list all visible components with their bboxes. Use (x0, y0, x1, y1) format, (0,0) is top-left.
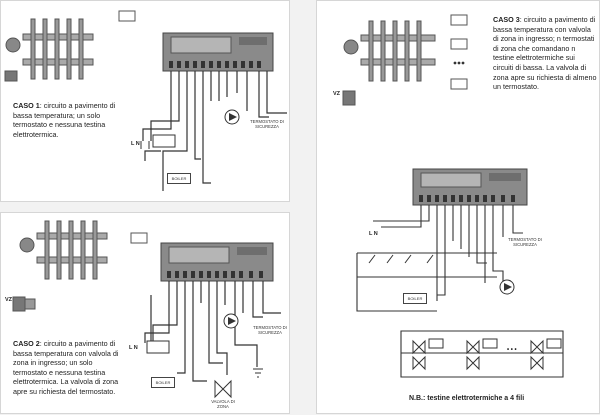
thermostat-small-1 (118, 10, 136, 22)
panel-caso-3: CASO 3: circuito a pavimento di bassa te… (316, 0, 600, 414)
zone-thermostats-3 (450, 14, 468, 90)
thermostat-1 (152, 134, 176, 148)
caso-2-wiring-diagram (12, 220, 281, 399)
thermostat-small-2 (130, 232, 148, 244)
caso-2-termostato-sicurezza: TERMOSTATO DI SICUREZZA (253, 325, 287, 335)
caso-3-vz-label: VZ (333, 91, 341, 97)
panel-caso-1: CASO 1: circuito a pavimento di bassa te… (0, 0, 290, 202)
manifold-3 (342, 20, 436, 106)
zone-valve-2 (214, 379, 232, 399)
caso-3-ellipsis: • • • (507, 347, 517, 353)
ground-2 (253, 368, 263, 378)
caso-1-boiler: BOILER (167, 173, 191, 184)
caso-3-wiring-diagram (342, 14, 564, 378)
caso-2-valvola-zona: VALVOLA DI ZONA (211, 399, 235, 409)
caso-3-phase-labels: L N (369, 231, 378, 237)
caso-1-wiring-diagram (4, 10, 287, 191)
caso-1-description: CASO 1: circuito a pavimento di bassa te… (13, 101, 116, 139)
testine-3 (412, 338, 562, 371)
wires-2 (144, 281, 281, 382)
manifold-1 (4, 18, 94, 82)
caso-2-phase-labels: L N (129, 345, 138, 351)
caso-2-boiler: BOILER (151, 377, 175, 388)
caso-2-description: CASO 2: circuito a pavimento di bassa te… (13, 339, 119, 396)
caso-2-vz-label: VZ (5, 297, 13, 303)
caso-3-note: N.B.: testine elettrotermiche a 4 fili (409, 395, 525, 402)
switches-3 (368, 254, 434, 264)
caso-3-description: CASO 3: circuito a pavimento di bassa te… (493, 15, 597, 92)
caso-3-termostato-sicurezza: TERMOSTATO DI SICUREZZA (508, 237, 542, 247)
caso-3-boiler: BOILER (403, 293, 427, 304)
caso-1-phase-labels: L N (131, 141, 140, 147)
thermostat-2 (146, 340, 170, 354)
panel-caso-2: CASO 2: circuito a pavimento di bassa te… (0, 212, 290, 414)
caso-1-termostato-sicurezza: TERMOSTATO DI SICUREZZA (250, 119, 284, 129)
manifold-2 (12, 220, 108, 312)
wires-1 (142, 71, 287, 191)
